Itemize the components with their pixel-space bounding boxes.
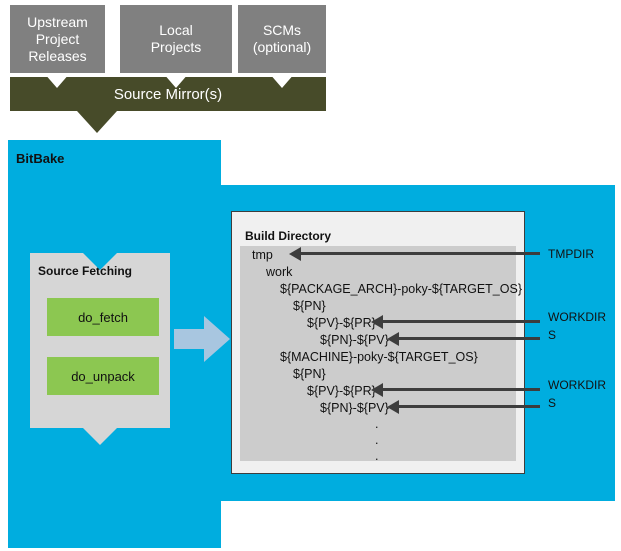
source-fetching-panel xyxy=(30,253,170,428)
tree-line-pn-2: ${PN} xyxy=(293,367,326,381)
bitbake-region-foot xyxy=(8,501,221,548)
notch-down-icon-scms xyxy=(269,73,295,88)
tree-ellipsis-dot: . xyxy=(375,417,379,431)
callout-arrow-head-icon-workdir-2 xyxy=(371,383,383,397)
tree-line-pn-1: ${PN} xyxy=(293,299,326,313)
tree-ellipsis-dot: . xyxy=(375,449,379,463)
tree-line-work: work xyxy=(266,265,293,279)
callout-label-s-2: S xyxy=(548,396,557,410)
process-arrow-right-icon xyxy=(174,316,230,362)
notch-down-icon-local xyxy=(163,73,189,88)
mirror-arrow-down-icon xyxy=(77,111,117,133)
tree-line-pv-pr-1: ${PV}-${PR} xyxy=(307,316,376,330)
tree-line-machine: ${MACHINE}-poky-${TARGET_OS} xyxy=(280,350,478,364)
callout-arrow-head-icon-workdir-1 xyxy=(371,315,383,329)
directory-tree-area xyxy=(240,246,516,461)
source-fetching-outlet-notch-icon xyxy=(83,428,117,445)
callout-label-s-1: S xyxy=(548,328,557,342)
task-label: do_fetch xyxy=(78,309,128,325)
build-directory-title: Build Directory xyxy=(245,229,332,243)
notch-down-icon-upstream xyxy=(44,73,70,88)
task-do-fetch[interactable]: do_fetch xyxy=(47,298,159,336)
tree-line-package-arch: ${PACKAGE_ARCH}-poky-${TARGET_OS} xyxy=(280,282,522,296)
callout-line-s-2 xyxy=(398,405,540,408)
task-label: do_unpack xyxy=(71,368,135,384)
tree-ellipsis-dot: . xyxy=(375,433,379,447)
callout-label-workdir-2: WORKDIR xyxy=(548,378,606,392)
tree-line-pv-pr-2: ${PV}-${PR} xyxy=(307,384,376,398)
callout-label-tmpdir: TMPDIR xyxy=(548,247,594,261)
task-do-unpack[interactable]: do_unpack xyxy=(47,357,159,395)
callout-arrow-head-icon-s-1 xyxy=(387,332,399,346)
bitbake-region-upper xyxy=(8,140,221,185)
source-box-upstream-project-releases: Upstream Project Releases xyxy=(10,5,105,73)
source-box-label: Local Projects xyxy=(150,22,202,55)
source-box-local-projects: Local Projects xyxy=(120,5,232,73)
source-box-scms-optional: SCMs (optional) xyxy=(238,5,326,73)
callout-arrow-head-icon-s-2 xyxy=(387,400,399,414)
callout-arrow-head-icon-tmpdir xyxy=(289,247,301,261)
callout-line-s-1 xyxy=(398,337,540,340)
tree-line-pn-pv-2: ${PN}-${PV} xyxy=(320,401,389,415)
bitbake-label: BitBake xyxy=(16,151,65,166)
bitbake-inlet-notch-icon xyxy=(84,140,110,155)
tree-line-tmp: tmp xyxy=(252,248,273,262)
callout-label-workdir-1: WORKDIR xyxy=(548,310,606,324)
callout-line-tmpdir xyxy=(300,252,540,255)
callout-line-workdir-2 xyxy=(382,388,540,391)
tree-line-pn-pv-1: ${PN}-${PV} xyxy=(320,333,389,347)
source-box-label: SCMs (optional) xyxy=(252,22,312,55)
source-box-label: Upstream Project Releases xyxy=(27,13,88,64)
callout-line-workdir-1 xyxy=(382,320,540,323)
source-fetching-inlet-notch-icon xyxy=(83,253,117,270)
source-mirror-label: Source Mirror(s) xyxy=(113,85,223,103)
